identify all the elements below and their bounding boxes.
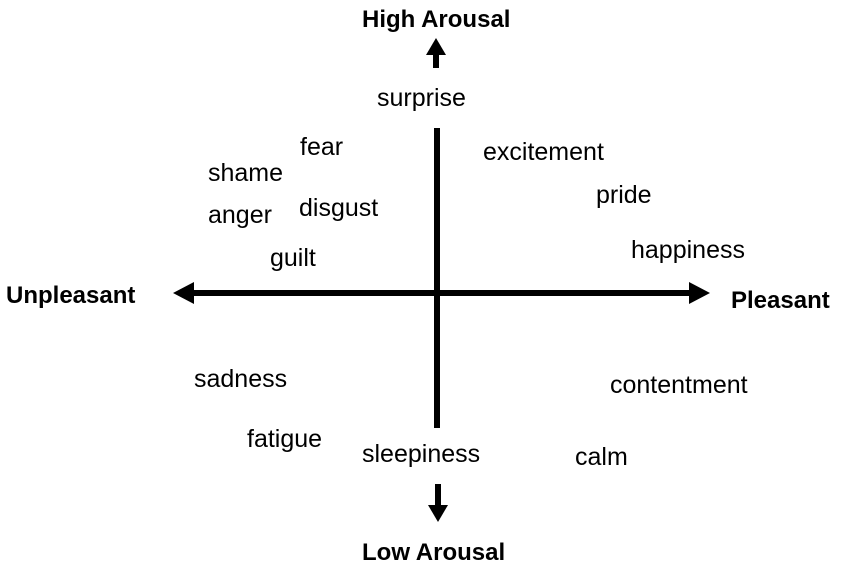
high-arousal-label: High Arousal [362,6,511,33]
emotion-label: excitement [483,138,604,166]
up-arrow-head-icon [426,38,446,55]
emotion-label: calm [575,443,628,471]
low-arousal-label: Low Arousal [362,539,506,566]
emotion-label: shame [208,159,284,187]
down-arrow-head-icon [428,505,448,522]
emotion-label: fear [300,133,344,161]
emotion-label: sleepiness [362,440,481,468]
emotion-label: disgust [299,194,379,222]
emotion-label: anger [208,201,272,229]
unpleasant-label: Unpleasant [6,282,136,309]
emotion-label: pride [596,181,652,209]
emotion-label: contentment [610,371,748,399]
emotion-label: sadness [194,365,288,393]
pleasant-label: Pleasant [731,287,830,314]
right-arrow-head-icon [689,282,710,304]
emotion-label: fatigue [247,425,323,453]
emotion-label: surprise [377,84,466,112]
emotion-label: guilt [270,244,316,272]
emotion-label: happiness [631,236,745,264]
left-arrow-head-icon [173,282,194,304]
